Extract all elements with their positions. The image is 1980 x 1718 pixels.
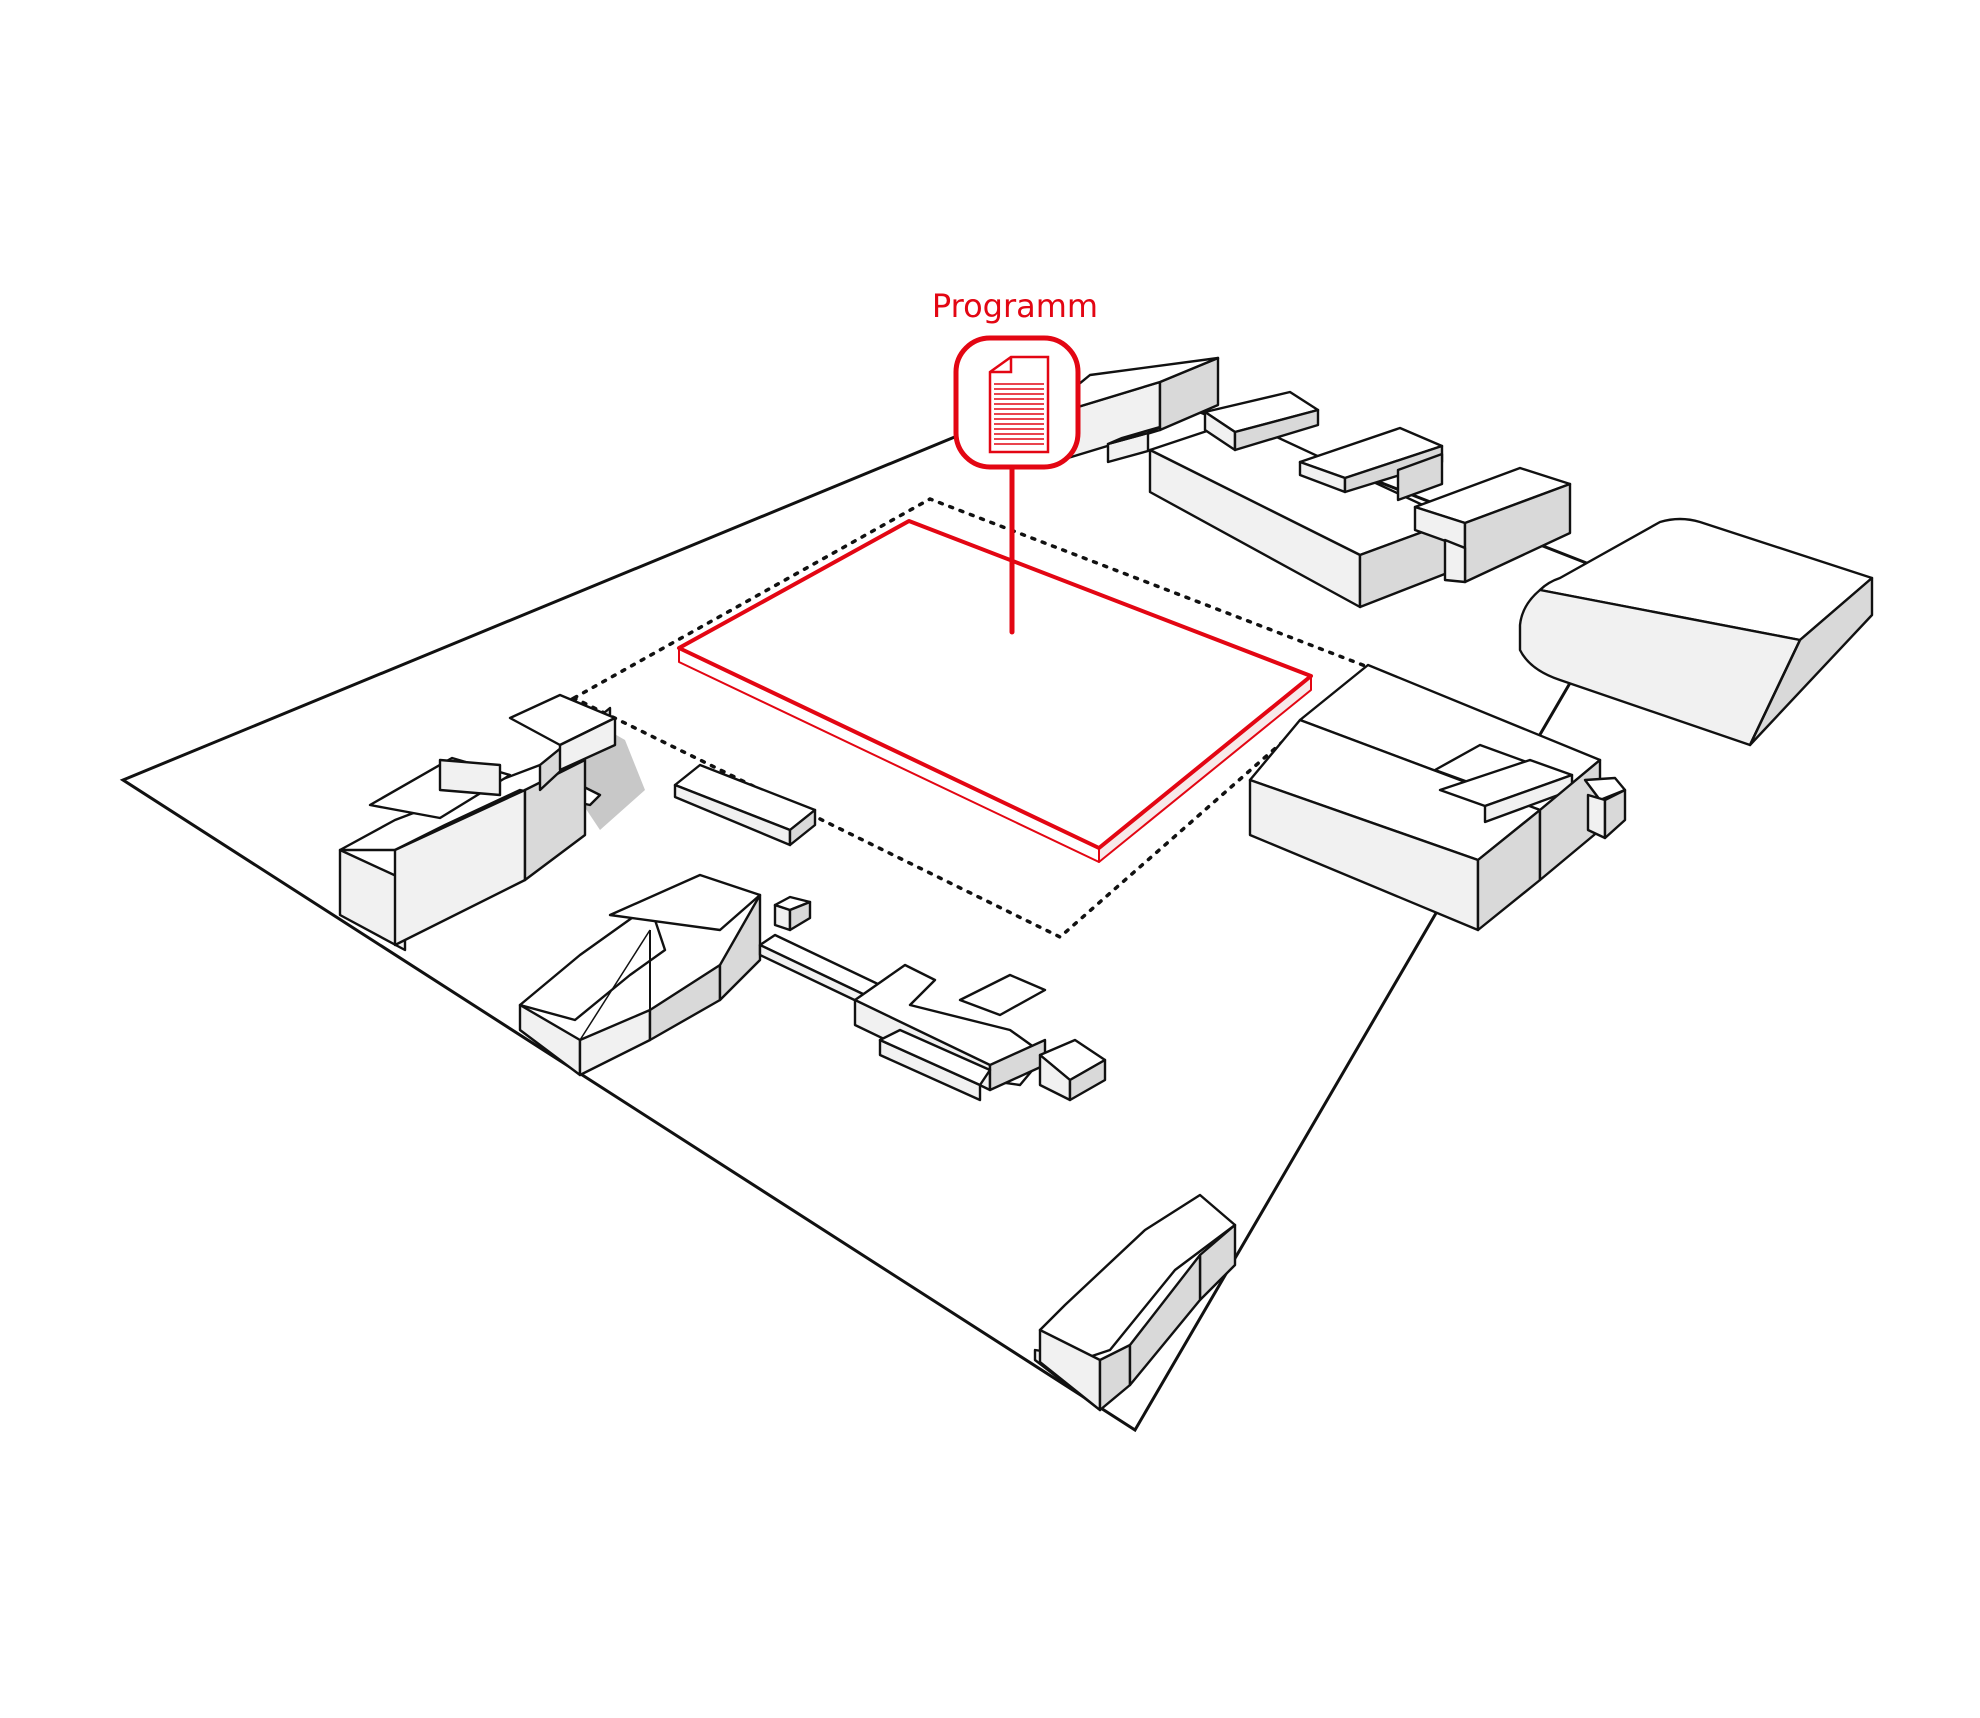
building-large-rounded <box>1518 517 1874 747</box>
building-top-right <box>1413 466 1572 584</box>
building-top-row-long <box>1148 390 1457 609</box>
building-bottom-left-hip <box>518 873 812 1077</box>
building-left-block <box>338 693 645 952</box>
building-bottom-cross <box>853 963 1107 1102</box>
building-bottom-right-gabled <box>1033 1193 1237 1412</box>
building-top-middle <box>1298 426 1444 502</box>
document-icon <box>988 355 1050 454</box>
program-footprint-top <box>679 521 1311 848</box>
development-area-boundary <box>570 497 1372 940</box>
building-small-slab <box>673 763 817 847</box>
callout-label: Programm <box>931 287 1099 325</box>
building-right-complex <box>1248 663 1627 932</box>
program-footprint <box>677 519 1313 863</box>
program-footprint-side <box>1099 676 1311 862</box>
